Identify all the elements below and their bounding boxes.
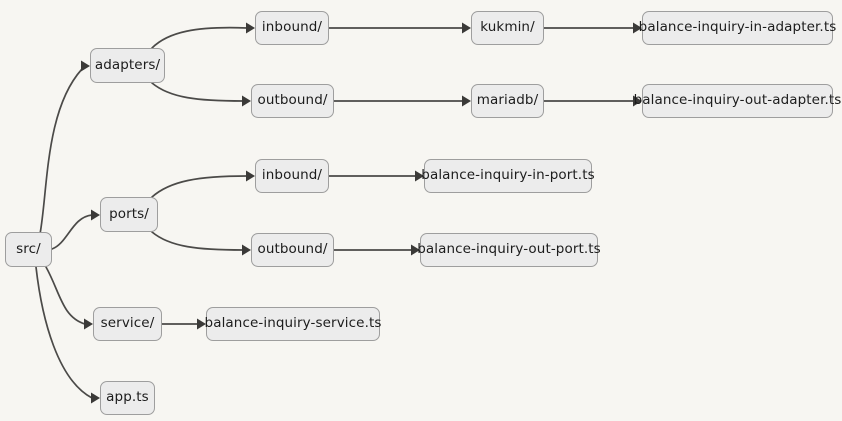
node-ports[interactable]: ports/ [100, 197, 158, 232]
node-adapters-outbound[interactable]: outbound/ [251, 84, 334, 118]
edge-ports-to-ports-inbound [151, 175, 248, 198]
node-out-port-file[interactable]: balance-inquiry-out-port.ts [417, 233, 601, 267]
arrowhead-icon-app [91, 392, 100, 404]
node-label-in-adapter-file: balance-inquiry-in-adapter.ts [638, 19, 837, 36]
node-in-port-file[interactable]: balance-inquiry-in-port.ts [421, 159, 595, 193]
arrowhead-icon-ports-outbound [242, 244, 251, 256]
node-kukmin[interactable]: kukmin/ [471, 11, 544, 45]
edge-adapters-to-adapters-outbound [151, 82, 244, 102]
node-label-service: service/ [100, 315, 155, 332]
node-label-out-adapter-file: balance-inquiry-out-adapter.ts [633, 92, 842, 109]
node-service-file[interactable]: balance-inquiry-service.ts [204, 307, 382, 341]
node-label-in-port-file: balance-inquiry-in-port.ts [421, 167, 595, 184]
arrowhead-icon-out-adapter-file [633, 95, 642, 107]
node-label-adapters-outbound: outbound/ [257, 92, 328, 109]
arrowhead-icon-ports-inbound [246, 170, 255, 182]
node-label-ports: ports/ [109, 205, 149, 222]
edge-group [35, 26, 635, 399]
arrowhead-icon-adapters-inbound [246, 22, 255, 34]
node-label-service-file: balance-inquiry-service.ts [204, 315, 382, 332]
node-ports-inbound[interactable]: inbound/ [255, 159, 329, 193]
arrowhead-icon-service-file [197, 318, 206, 330]
arrowhead-icon-mariadb [462, 95, 471, 107]
arrowhead-icon-adapters [81, 60, 90, 72]
arrowhead-icon-ports [91, 209, 100, 221]
node-label-kukmin: kukmin/ [480, 19, 535, 36]
arrowhead-icon-service [84, 318, 93, 330]
edge-adapters-to-adapters-inbound [151, 26, 248, 49]
node-service[interactable]: service/ [93, 307, 162, 341]
node-label-mariadb: mariadb/ [476, 92, 539, 109]
edge-src-to-app [35, 266, 93, 399]
node-ports-outbound[interactable]: outbound/ [251, 233, 334, 267]
edge-src-to-ports [51, 214, 93, 250]
arrowhead-icon-in-adapter-file [633, 22, 642, 34]
node-label-app: app.ts [106, 389, 149, 406]
node-label-adapters-inbound: inbound/ [261, 19, 323, 36]
node-in-adapter-file[interactable]: balance-inquiry-in-adapter.ts [639, 11, 836, 45]
node-adapters[interactable]: adapters/ [90, 48, 165, 83]
node-label-ports-inbound: inbound/ [261, 167, 323, 184]
arrowhead-icon-adapters-outbound [242, 95, 251, 107]
node-label-adapters: adapters/ [94, 56, 161, 73]
edge-src-to-adapters [39, 68, 83, 235]
arrowhead-icon-out-port-file [411, 244, 420, 256]
arrowhead-icon-in-port-file [415, 170, 424, 182]
node-out-adapter-file[interactable]: balance-inquiry-out-adapter.ts [634, 84, 841, 118]
node-label-out-port-file: balance-inquiry-out-port.ts [417, 241, 601, 258]
edge-ports-to-ports-outbound [151, 231, 244, 251]
edge-src-to-service [45, 266, 86, 325]
node-app[interactable]: app.ts [100, 381, 155, 415]
arrowhead-icon-kukmin [462, 22, 471, 34]
node-src[interactable]: src/ [5, 232, 52, 267]
node-adapters-inbound[interactable]: inbound/ [255, 11, 329, 45]
node-mariadb[interactable]: mariadb/ [471, 84, 544, 118]
node-label-ports-outbound: outbound/ [257, 241, 328, 258]
node-label-src: src/ [16, 240, 41, 257]
arrowhead-group [81, 22, 642, 404]
